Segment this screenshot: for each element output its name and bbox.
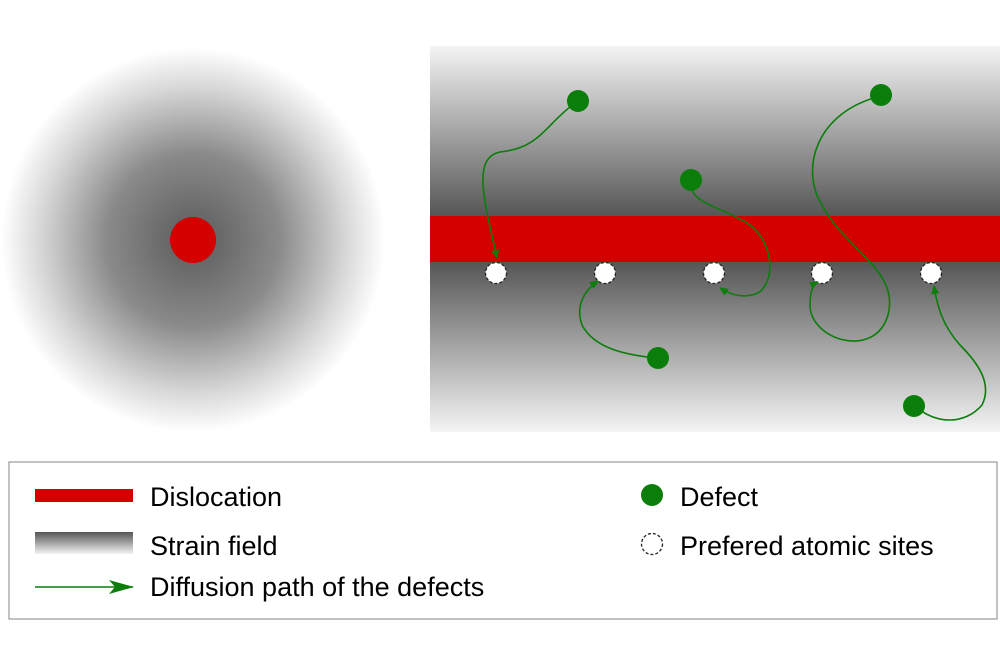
- atomic-site: [702, 261, 726, 285]
- atomic-site: [810, 261, 834, 285]
- legend-defect-icon: [641, 484, 663, 506]
- legend-site-icon: [640, 532, 664, 556]
- diffusion-path: [578, 280, 655, 359]
- legend-dislocation-swatch: [35, 489, 133, 502]
- defects: [567, 84, 925, 417]
- legend-defect-label: Defect: [680, 482, 759, 512]
- legend-strain-swatch: [35, 532, 133, 554]
- diffusion-paths: [482, 95, 987, 421]
- atomic-site: [484, 261, 508, 285]
- diffusion-path: [913, 285, 987, 421]
- diffusion-path: [482, 102, 576, 259]
- legend: Dislocation Strain field Diffusion path …: [8, 461, 998, 620]
- dislocation-line: [430, 216, 1000, 262]
- legend-sites-label: Prefered atomic sites: [680, 531, 934, 561]
- defect-dot: [870, 84, 892, 106]
- atomic-site: [593, 261, 617, 285]
- defect-dot: [680, 169, 702, 191]
- legend-strain-label: Strain field: [150, 531, 278, 561]
- atomic-sites: [484, 261, 943, 285]
- legend-diffusion-label: Diffusion path of the defects: [150, 572, 484, 602]
- side-view: [430, 46, 1000, 432]
- atomic-site: [919, 261, 943, 285]
- legend-frame: [8, 461, 998, 620]
- defect-dot: [567, 90, 589, 112]
- diffusion-path: [689, 180, 771, 297]
- strain-field-top: [430, 46, 1000, 217]
- cross-section-view: [1, 48, 385, 432]
- dislocation-core: [170, 217, 216, 263]
- diffusion-path: [809, 95, 891, 342]
- defect-dot: [903, 395, 925, 417]
- defect-dot: [647, 347, 669, 369]
- legend-dislocation-label: Dislocation: [150, 482, 282, 512]
